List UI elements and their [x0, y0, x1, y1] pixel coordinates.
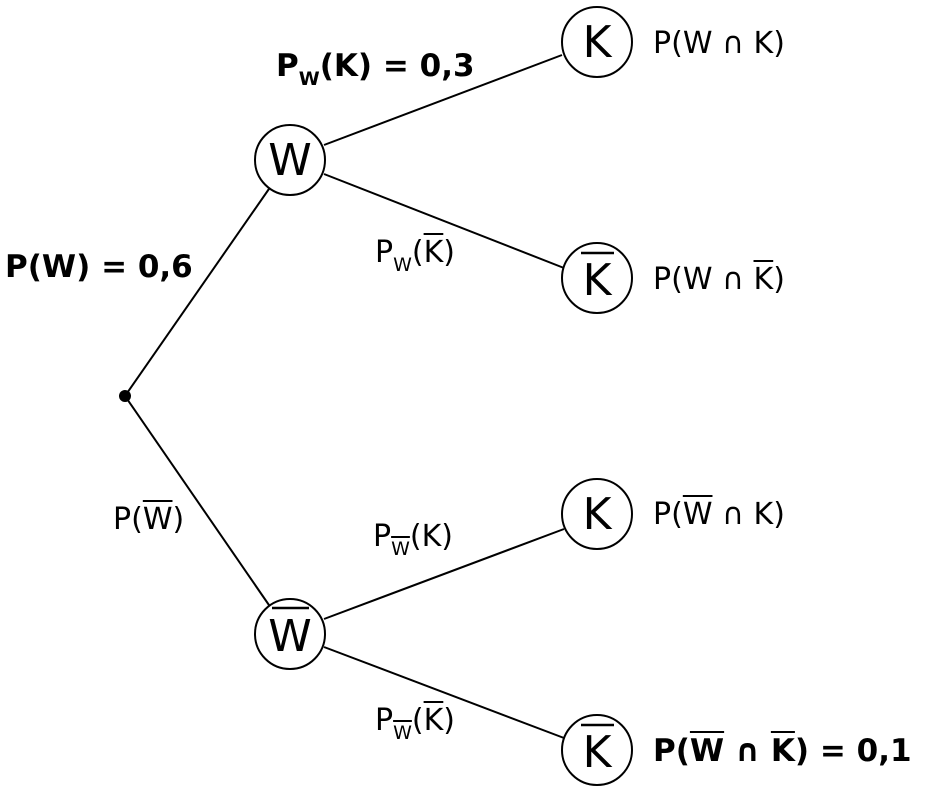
node-k-bar-top: K	[582, 255, 612, 306]
edge-wbar-kbar	[323, 646, 565, 739]
label-p-w-bar-and-k: P(W ∩ K)	[653, 497, 785, 532]
label-p-w-and-k: P(W ∩ K)	[653, 26, 785, 61]
edge-wbar-k	[323, 528, 565, 620]
label-pw-k: PW(K) = 0,3	[276, 48, 475, 90]
edge-w-k-bar	[323, 173, 565, 269]
edge-root-w-bar	[124, 395, 272, 609]
root-node	[119, 390, 131, 402]
node-circle-k-top	[561, 6, 633, 78]
label-pw-k-bar: PW(K)	[375, 235, 456, 276]
node-w-bar: W	[268, 611, 312, 662]
node-circle-w	[254, 124, 326, 196]
node-w: W	[268, 135, 312, 186]
label-p-w-bar-and-k-bar: P(W ∩ K) = 0,1	[653, 733, 912, 769]
edge-root-w	[124, 185, 272, 397]
label-p-w-bar: P(W)	[113, 502, 185, 537]
label-pwbar-k-bar: PW(K)	[375, 703, 456, 744]
node-circle-k-bar-bottom	[561, 714, 633, 786]
node-circle-k-bar-top	[561, 242, 633, 314]
node-circle-k-bottom	[561, 478, 633, 550]
edge-w-k	[323, 54, 563, 146]
node-k-bottom: K	[582, 489, 612, 540]
label-p-w: P(W) = 0,6	[5, 249, 193, 285]
node-k-top: K	[582, 17, 612, 68]
label-p-w-and-k-bar: P(W ∩ K)	[653, 262, 785, 297]
label-pwbar-k: PW(K)	[373, 519, 454, 560]
node-circle-w-bar	[254, 598, 326, 670]
node-k-bar-bottom: K	[582, 727, 612, 778]
